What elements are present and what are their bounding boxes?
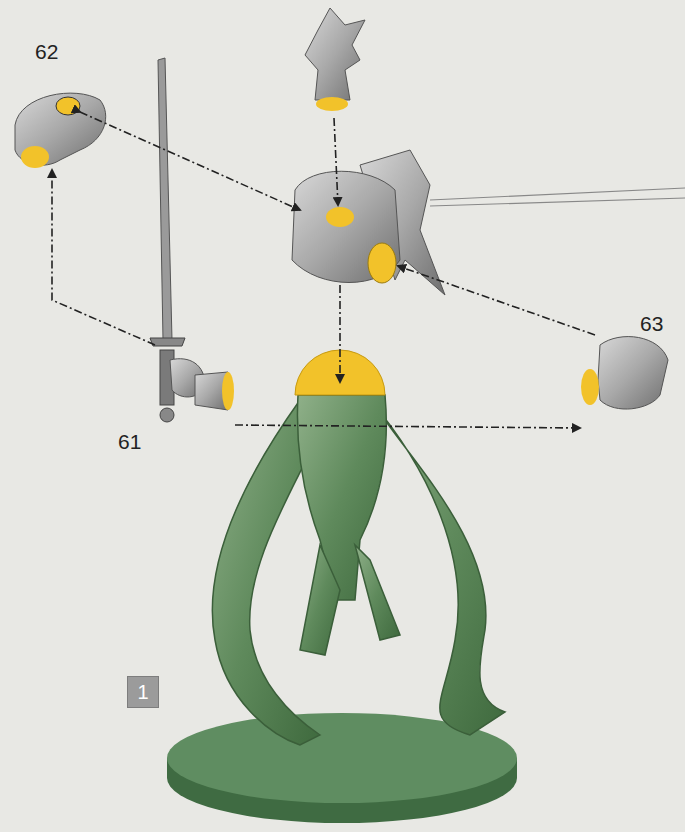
arm-part	[15, 93, 106, 168]
step-number-box: 1	[127, 676, 159, 708]
callout-number: 61	[118, 430, 141, 454]
sword-part	[150, 58, 234, 422]
callout-number: 63	[640, 312, 663, 336]
callout-number: 62	[35, 40, 58, 64]
arm-part	[581, 337, 668, 409]
assembly-arrow	[52, 112, 595, 428]
step-number: 1	[137, 681, 148, 704]
torso-part	[292, 150, 685, 295]
head-part	[305, 8, 365, 111]
model-body	[212, 395, 505, 745]
